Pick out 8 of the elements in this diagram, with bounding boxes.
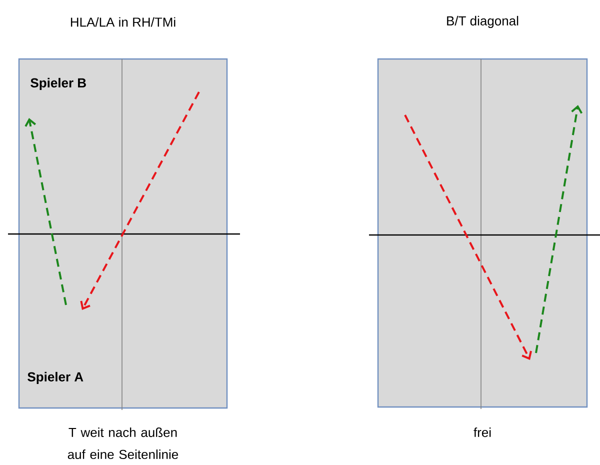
player-label: Spieler B xyxy=(30,78,86,90)
panel-caption: T weit nach außen auf eine Seitenlinie xyxy=(68,428,178,460)
panel-title: HLA/LA in RH/TMi xyxy=(70,17,176,27)
panel-title: B/T diagonal xyxy=(447,16,518,28)
table-panel xyxy=(377,58,588,408)
table-panel xyxy=(18,58,228,409)
panel-caption: frei xyxy=(474,428,491,438)
player-label: Spieler A xyxy=(28,372,84,384)
